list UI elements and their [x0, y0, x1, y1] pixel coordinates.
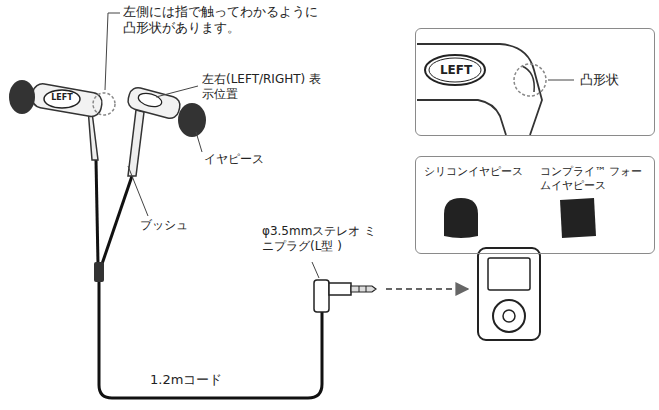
dimension-label: 1.2mコード — [150, 372, 250, 388]
left-mark: LEFT — [44, 93, 80, 103]
left-mark: LEFT — [434, 63, 478, 78]
ear-piece-samples — [444, 198, 596, 238]
inset-panel: LEFT 凸形状 — [415, 28, 655, 136]
inset-panel: シリコンイヤピースコンプライ™ フォームイヤピース — [415, 156, 655, 254]
cable-splitter — [94, 262, 104, 282]
ear-piece-name: コンプライ™ フォームイヤピース — [540, 165, 650, 193]
part-label: φ3.5mmステレオ ミニプラグ(L型 ) — [262, 224, 380, 254]
connect-arrow — [386, 288, 468, 290]
part-label: 左右(LEFT/RIGHT) 表示位置 — [202, 72, 332, 102]
left-earbud — [9, 80, 115, 160]
cable — [96, 160, 322, 398]
music-player — [478, 248, 540, 340]
note-text: 左側には指で触ってわかるように 凸形状があります。 — [123, 4, 328, 37]
zoom-earbud — [417, 44, 546, 135]
callout-text: 凸形状 — [580, 72, 650, 88]
ear-piece-name: シリコンイヤピース — [424, 165, 536, 179]
mini-plug — [314, 280, 376, 312]
right-earbud — [126, 86, 206, 176]
leader-line — [105, 13, 574, 278]
part-label: ブッシュ — [140, 218, 220, 233]
part-label: イヤピース — [204, 152, 294, 167]
